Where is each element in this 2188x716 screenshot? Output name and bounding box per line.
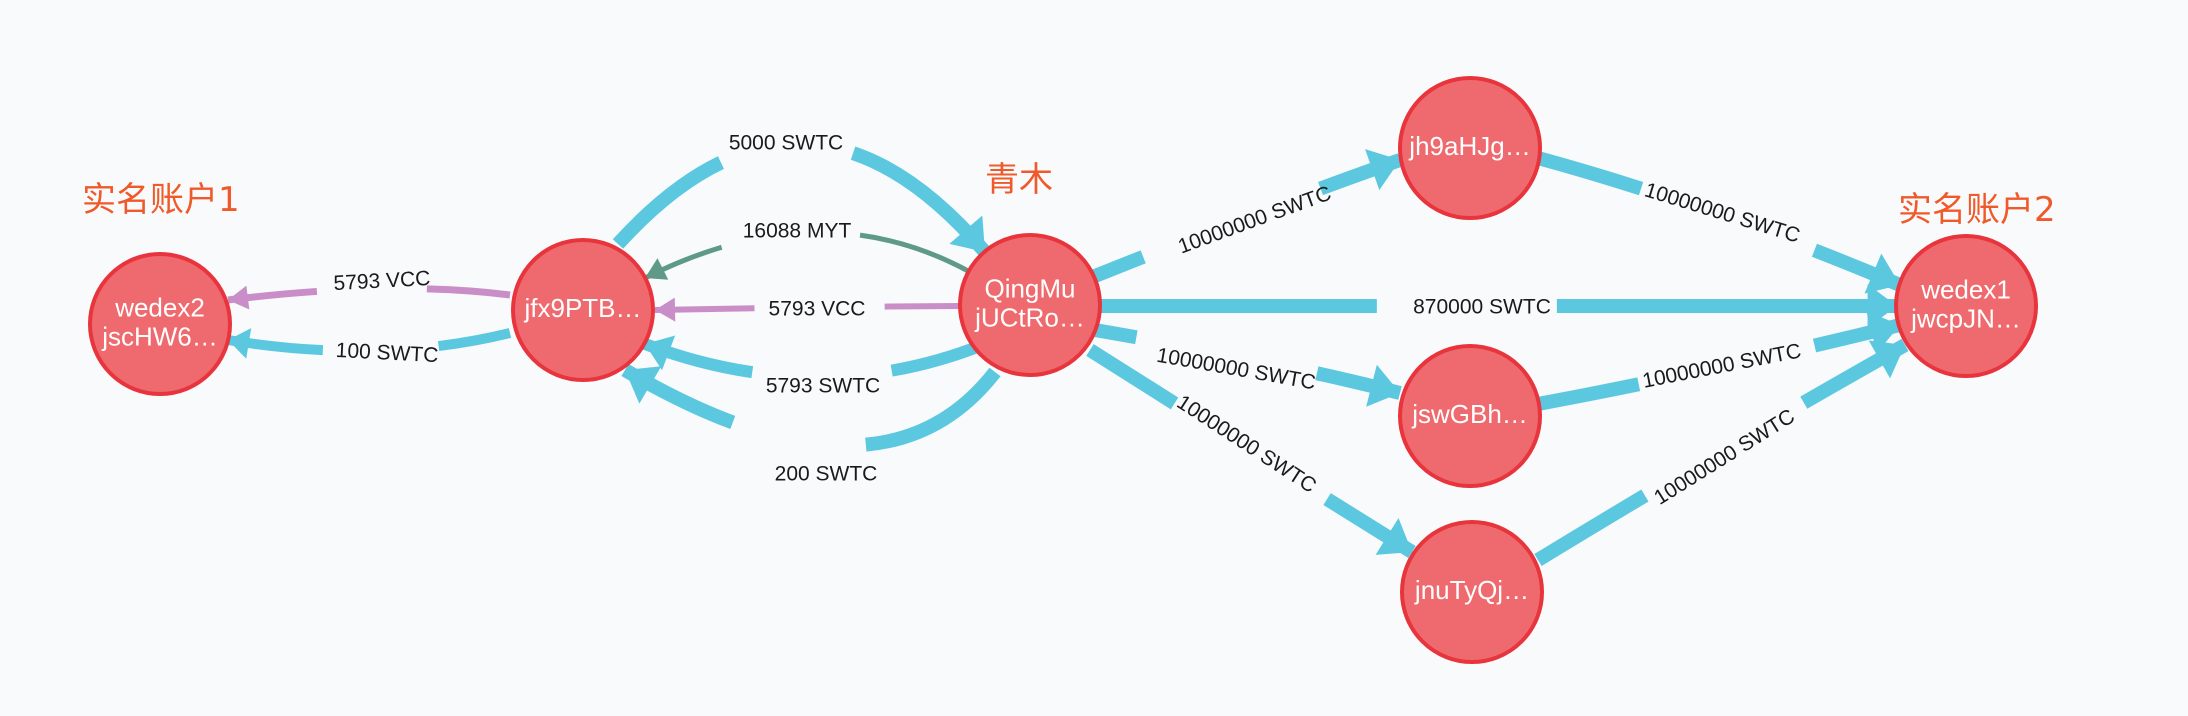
edge-qingmu-to-jfx9[interactable]: 16088 MYT: [643, 220, 972, 281]
edge-label: 10000000 SWTC: [1173, 391, 1321, 498]
node-label: jUCtRo…: [974, 302, 1085, 332]
account1-annotation: 实名账户1: [82, 180, 240, 220]
node-circle: [1894, 234, 2038, 378]
edge-label: 10000000 SWTC: [1155, 344, 1318, 395]
edge-qingmu-to-jfx9[interactable]: 200 SWTC: [621, 363, 1001, 486]
node-jnut[interactable]: jnuTyQj…: [1400, 520, 1544, 664]
edge-label: 5793 VCC: [769, 298, 866, 321]
account2-annotation: 实名账户2: [1898, 190, 2056, 230]
edge-line: [612, 137, 991, 257]
edge-qingmu-to-wedex1[interactable]: 870000 SWTC: [1100, 284, 1897, 328]
edge-label: 200 SWTC: [775, 463, 878, 486]
edge-label: 870000 SWTC: [1413, 296, 1551, 319]
edge-line: [1536, 318, 1902, 411]
edge-line: [227, 285, 511, 304]
edge-line: [1536, 151, 1903, 292]
qingmu-annotation: 青木: [985, 160, 1053, 200]
node-jswg[interactable]: jswGBh…: [1398, 344, 1542, 488]
node-circle: [1398, 344, 1542, 488]
arrowhead: [1366, 364, 1400, 407]
edge-jh9a-to-wedex1[interactable]: 10000000 SWTC: [1536, 151, 1903, 294]
edge-line: [642, 338, 988, 383]
arrowhead: [655, 297, 676, 322]
node-label: jh9aHJg…: [1408, 131, 1530, 161]
arrowhead: [228, 328, 252, 359]
edge-qingmu-to-jh9a[interactable]: 10000000 SWTC: [1092, 149, 1403, 283]
node-jh9a[interactable]: jh9aHJg…: [1398, 76, 1542, 220]
node-label: jfx9PTB…: [523, 293, 641, 323]
edge-jfx9-to-qingmu[interactable]: 5000 SWTC: [612, 132, 991, 257]
edge-label: 10000000 SWTC: [1641, 339, 1804, 392]
edge-line: [643, 229, 972, 281]
edge-line: [1086, 344, 1416, 558]
node-wedex2[interactable]: wedex2jscHW6…: [88, 252, 232, 396]
arrowhead: [645, 258, 669, 280]
arrowhead: [625, 366, 662, 404]
node-label: wedex1: [1920, 274, 2011, 304]
edge-qingmu-to-jswg[interactable]: 10000000 SWTC: [1093, 323, 1402, 407]
node-circle: [511, 238, 655, 382]
edge-label: 100 SWTC: [335, 339, 439, 367]
edge-line: [654, 303, 961, 313]
edge-line: [1092, 153, 1403, 283]
node-label: jswGBh…: [1411, 399, 1528, 429]
node-qingmu[interactable]: QingMujUCtRo…: [958, 233, 1102, 377]
arrowhead: [1868, 340, 1905, 379]
edge-label: 5793 VCC: [333, 267, 431, 295]
edge-label: 10000000 SWTC: [1642, 179, 1803, 248]
node-wedex1[interactable]: wedex1jwcpJN…: [1894, 234, 2038, 378]
edge-label: 5000 SWTC: [729, 132, 843, 155]
arrowhead: [1864, 253, 1900, 294]
node-label: jscHW6…: [101, 321, 218, 351]
node-circle: [1398, 76, 1542, 220]
node-jfx9[interactable]: jfx9PTB…: [511, 238, 655, 382]
arrowhead: [228, 285, 250, 310]
edge-qingmu-to-jfx9[interactable]: 5793 VCC: [654, 297, 961, 322]
node-label: jwcpJN…: [1910, 303, 2021, 333]
edge-jfx9-to-wedex2[interactable]: 5793 VCC: [227, 267, 511, 310]
arrowhead: [645, 335, 676, 371]
arrowhead: [949, 215, 985, 252]
arrowhead: [1375, 518, 1412, 555]
node-circle: [1400, 520, 1544, 664]
edge-label: 10000000 SWTC: [1175, 182, 1334, 259]
node-circle: [88, 252, 232, 396]
edge-jfx9-to-wedex2[interactable]: 100 SWTC: [227, 328, 512, 367]
node-label: QingMu: [984, 273, 1075, 303]
edge-label: 5793 SWTC: [766, 375, 880, 398]
node-circle: [958, 233, 1102, 377]
edge-line: [621, 363, 1001, 453]
edge-line: [227, 328, 512, 356]
edge-qingmu-to-jfx9[interactable]: 5793 SWTC: [642, 335, 988, 398]
edge-line: [1093, 323, 1402, 400]
node-label: wedex2: [114, 292, 205, 322]
edge-label: 16088 MYT: [743, 220, 852, 243]
edge-label: 10000000 SWTC: [1650, 405, 1799, 510]
edge-jswg-to-wedex1[interactable]: 10000000 SWTC: [1536, 310, 1902, 411]
node-label: jnuTyQj…: [1414, 575, 1529, 605]
edge-line: [1534, 338, 1909, 566]
arrowhead: [1365, 149, 1400, 191]
